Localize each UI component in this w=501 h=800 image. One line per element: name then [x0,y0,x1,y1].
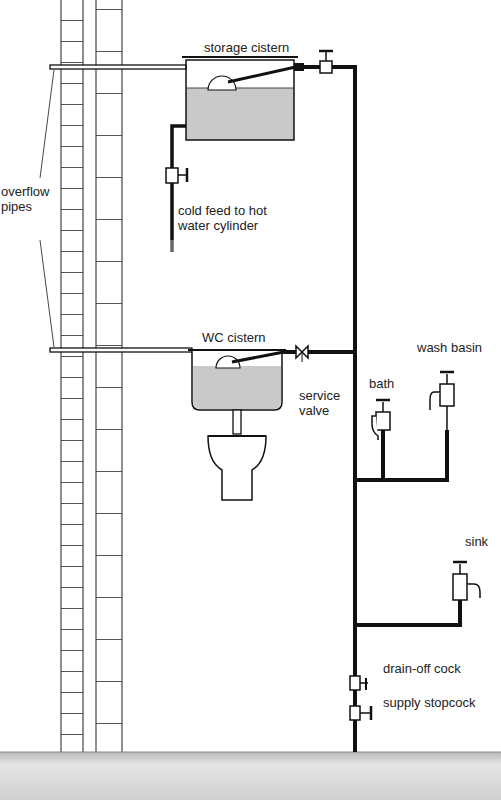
valve-label: supply stopcock [383,695,476,710]
valve-label: service valve [299,388,351,418]
component-label: storage cistern [204,40,289,55]
valve-label: drain-off cock [383,661,461,676]
pipe-label: cold feed to hot water cylinder [178,203,298,233]
fixture-label: sink [465,534,488,549]
fixture-label: wash basin [417,340,482,355]
component-label: WC cistern [202,330,266,345]
fixture-label: bath [369,376,394,391]
leader-label: overflow pipes [1,184,45,214]
